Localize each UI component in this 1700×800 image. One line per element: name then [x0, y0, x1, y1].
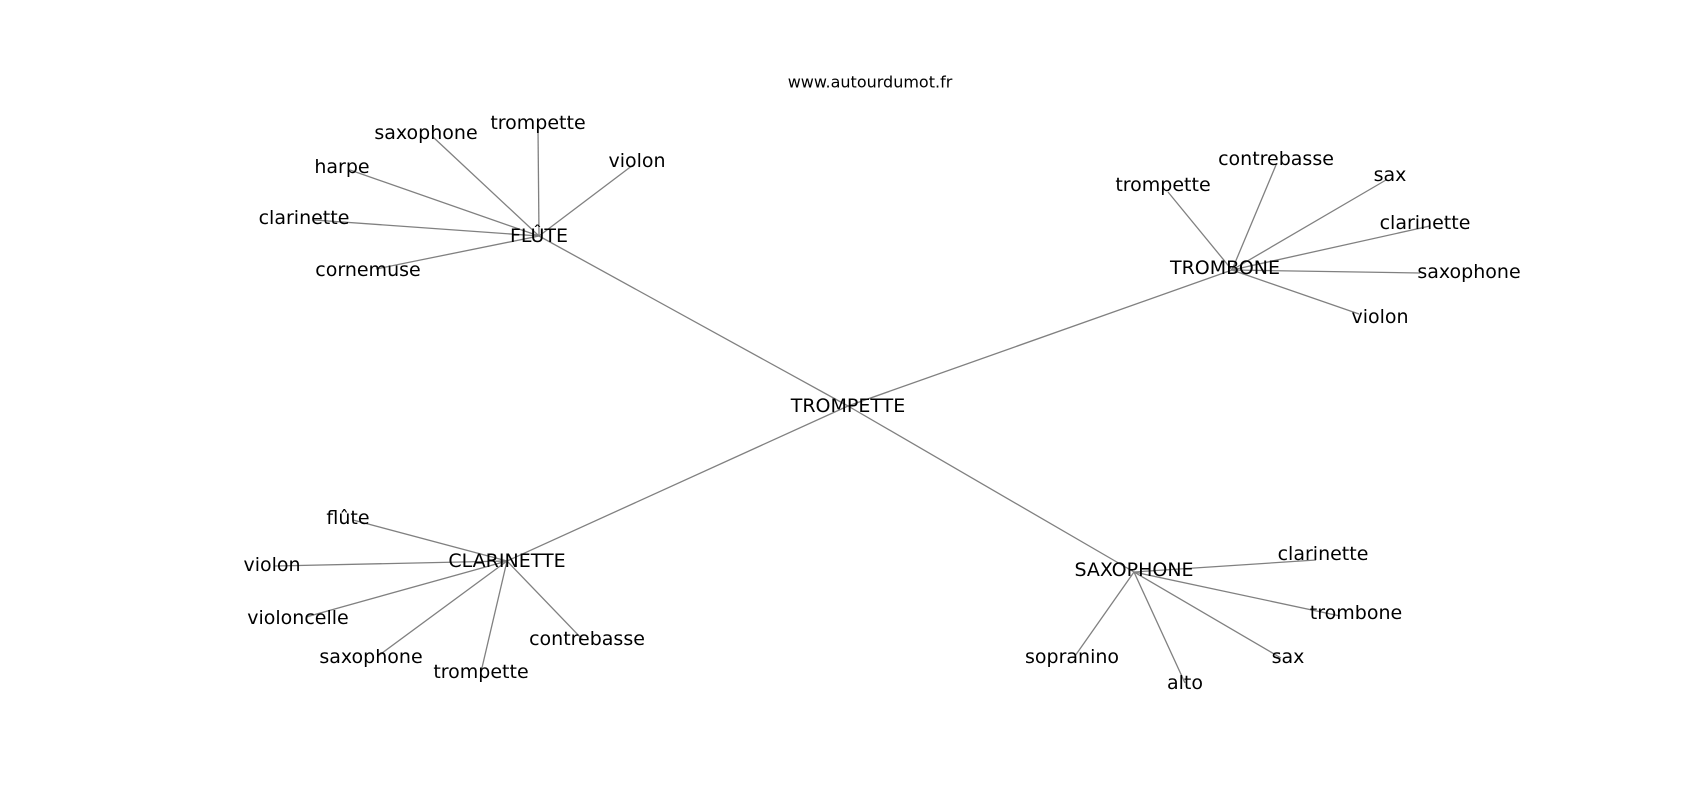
leaf-node-trombone: sax [1374, 164, 1407, 186]
center-node-label: TROMPETTE [790, 395, 906, 417]
leaf-node-clarinette: contrebasse [529, 628, 645, 650]
watermark: www.autourdumot.fr [788, 73, 953, 92]
edge-saxophone-leaf [1133, 571, 1186, 684]
leaf-node-trombone: contrebasse [1218, 148, 1334, 170]
edge-clarinette-leaf [274, 560, 508, 567]
hub-node-flute: FLÛTE [510, 223, 568, 247]
edge-flute-leaf [537, 127, 540, 237]
leaf-node-saxophone: sax [1272, 646, 1305, 668]
leaf-node-flute: clarinette [259, 207, 350, 229]
edge-clarinette-leaf [305, 560, 508, 618]
leaf-node-clarinette: violoncelle [247, 607, 348, 629]
edge-clarinette-leaf [352, 519, 508, 562]
leaf-node-saxophone: clarinette [1278, 543, 1369, 565]
edge-trombone-leaf [1231, 269, 1360, 315]
edge-trombone-leaf [1167, 191, 1233, 271]
edge-center-clarinette [506, 405, 849, 562]
edge-trombone-leaf [1231, 164, 1277, 271]
hub-node-clarinette: CLARINETTE [448, 550, 565, 572]
edge-trombone-leaf [1231, 269, 1421, 274]
edge-clarinette-leaf [506, 560, 584, 641]
leaf-node-trombone: violon [1351, 306, 1408, 328]
leaf-node-flute: harpe [314, 156, 369, 178]
edge-flute-leaf [313, 219, 540, 237]
hub-node-trombone: TROMBONE [1169, 257, 1280, 279]
nodes: TROMPETTE FLÛTE saxophone trompette violon ha… [243, 112, 1520, 694]
leaf-node-saxophone: trombone [1310, 602, 1402, 624]
leaf-node-clarinette: violon [243, 554, 300, 576]
edge-clarinette-leaf [480, 560, 508, 673]
hub-node-saxophone: SAXOPHONE [1074, 559, 1193, 581]
edge-trombone-leaf [1231, 225, 1431, 271]
leaf-node-trombone: saxophone [1417, 261, 1520, 283]
edge-clarinette-leaf [377, 560, 508, 657]
edge-saxophone-leaf [1133, 571, 1341, 617]
leaf-node-saxophone: alto [1167, 672, 1203, 694]
edge-flute-leaf [432, 136, 540, 237]
edge-flute-leaf [538, 164, 634, 237]
edge-saxophone-leaf [1133, 571, 1282, 659]
leaf-node-clarinette: saxophone [319, 646, 422, 668]
leaf-node-flute: trompette [490, 112, 585, 134]
edge-saxophone-leaf [1074, 571, 1135, 657]
leaf-node-flute: violon [608, 150, 665, 172]
edge-center-flute [538, 235, 849, 407]
edges [274, 127, 1431, 684]
edge-saxophone-leaf [1133, 559, 1317, 573]
edge-flute-leaf [349, 169, 540, 237]
edge-flute-leaf [375, 235, 540, 270]
leaf-node-clarinette: trompette [433, 661, 528, 683]
leaf-node-flute: cornemuse [315, 259, 420, 281]
leaf-node-trombone: trompette [1115, 174, 1210, 196]
leaf-node-flute: saxophone [374, 122, 477, 144]
leaf-node-saxophone: sopranino [1025, 646, 1119, 668]
leaf-node-trombone: clarinette [1380, 212, 1471, 234]
edge-center-saxophone [847, 405, 1135, 573]
edge-center-trombone [847, 269, 1233, 407]
edge-trombone-leaf [1231, 179, 1387, 271]
leaf-node-clarinette: flûte [326, 507, 369, 529]
